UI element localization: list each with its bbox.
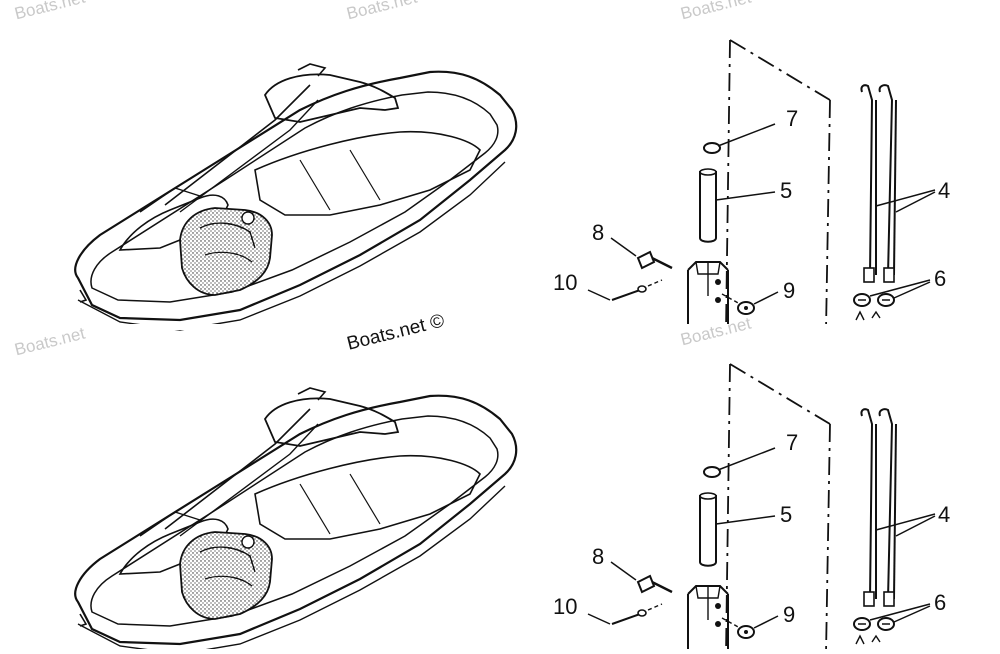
callout-10: 10 xyxy=(553,594,577,619)
callout-7: 7 xyxy=(786,430,798,455)
callout-4: 4 xyxy=(938,502,950,527)
jetski-illustration xyxy=(74,386,518,654)
fuel-parts-exploded-view xyxy=(586,362,937,654)
diagram-panel-bottom: 7 5 4 8 10 9 6 xyxy=(74,362,950,654)
callout-8: 8 xyxy=(592,544,604,569)
diagram-panel-top: 7 5 4 8 10 9 6 xyxy=(0,38,1000,332)
callout-9: 9 xyxy=(783,278,795,303)
callout-4: 4 xyxy=(938,178,950,203)
jetski-illustration xyxy=(74,62,518,332)
callout-6: 6 xyxy=(934,590,946,615)
fuel-parts-exploded-view xyxy=(586,38,937,332)
callout-10: 10 xyxy=(553,270,577,295)
callout-6: 6 xyxy=(934,266,946,291)
callout-5: 5 xyxy=(780,178,792,203)
callout-7: 7 xyxy=(786,106,798,131)
callout-9: 9 xyxy=(783,602,795,627)
callout-8: 8 xyxy=(592,220,604,245)
callout-5: 5 xyxy=(780,502,792,527)
